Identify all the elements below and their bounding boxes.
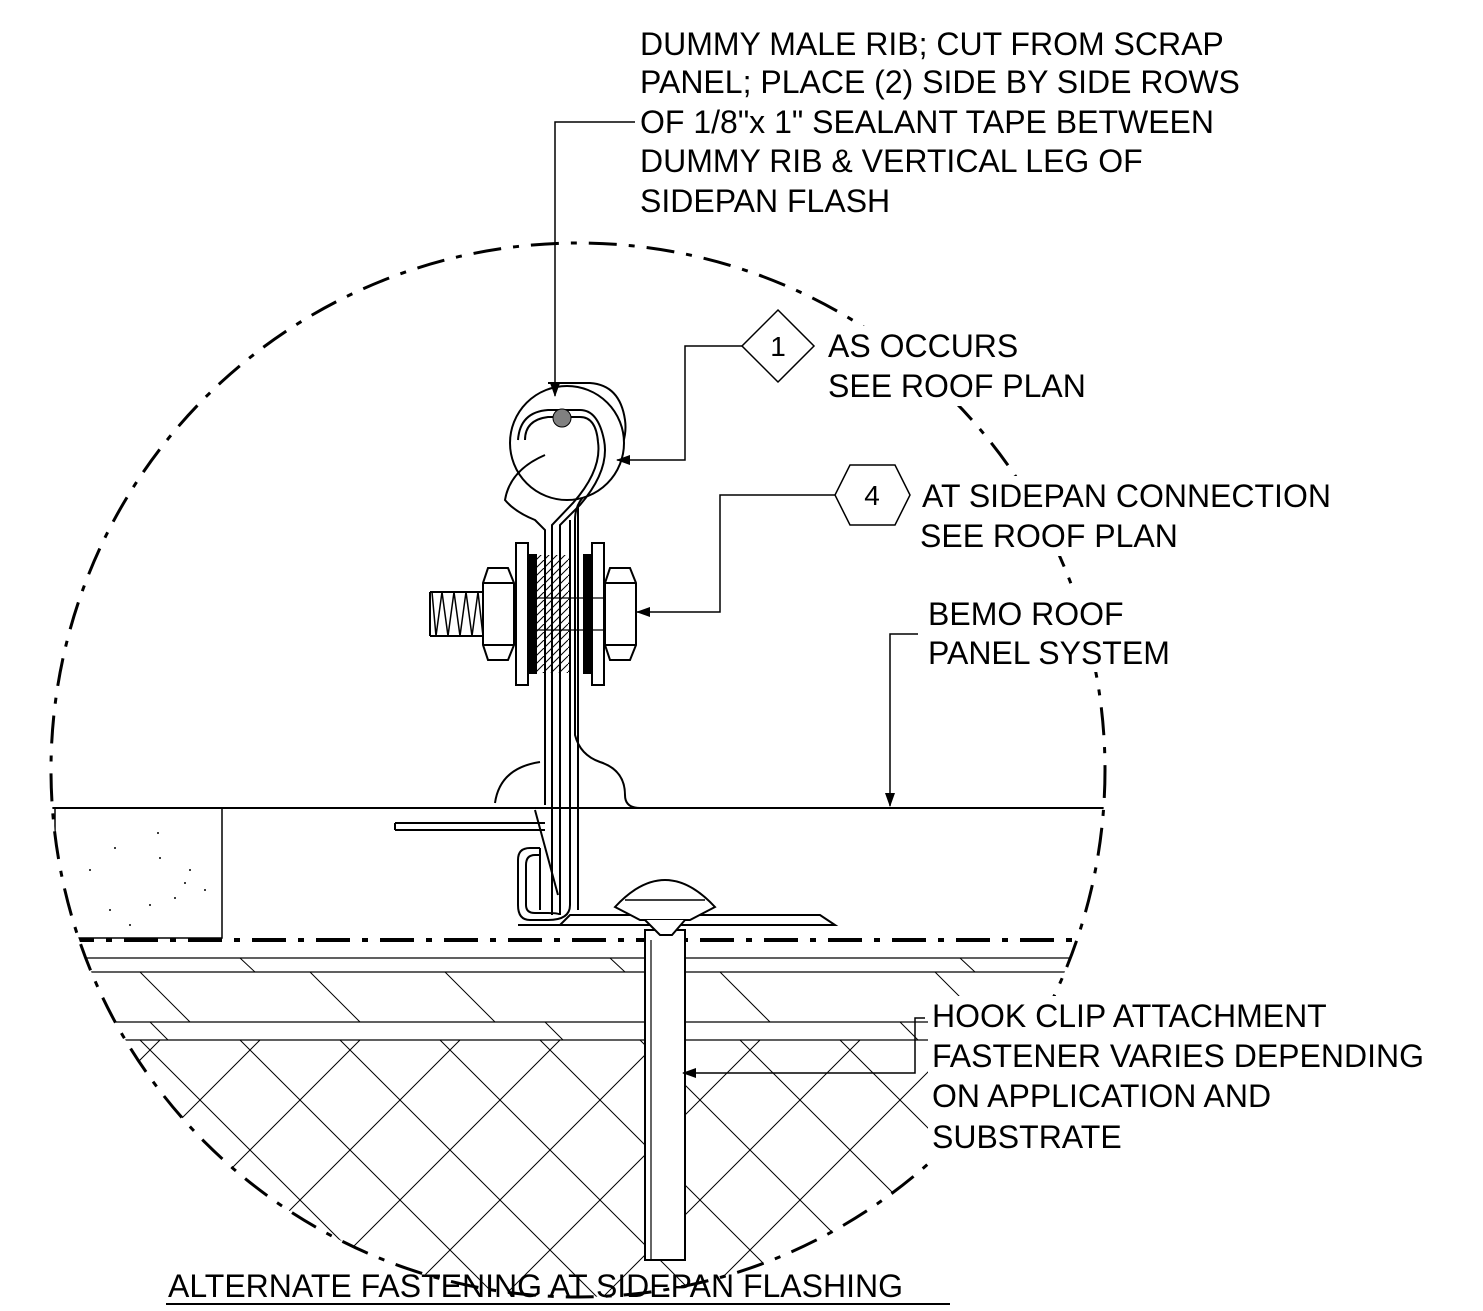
tag-diamond — [740, 308, 816, 384]
board-speckle — [89, 832, 206, 926]
fastener-shaft — [644, 929, 686, 1261]
note-as-occurs: AS OCCURS SEE ROOF PLAN — [825, 326, 1100, 406]
note-line: SEE ROOF PLAN — [828, 368, 1086, 404]
leader-dummy-rib — [550, 121, 635, 397]
note-line: BEMO ROOF — [928, 596, 1124, 632]
note-line: PANEL; PLACE (2) SIDE BY SIDE ROWS — [640, 64, 1240, 100]
note-hook-clip: HOOK CLIP ATTACHMENT FASTENER VARIES DEP… — [928, 996, 1453, 1158]
sealant-bead — [552, 408, 572, 428]
note-line: FASTENER VARIES DEPENDING — [932, 1038, 1424, 1074]
fastener-head — [613, 878, 717, 936]
leaders — [550, 121, 925, 1078]
roof-panel-profile — [394, 382, 1100, 926]
rib-circle — [509, 385, 625, 501]
note-line: AT SIDEPAN CONNECTION — [922, 478, 1331, 514]
tag-1-text: 1 — [770, 331, 786, 362]
tag-4-text: 4 — [864, 480, 880, 511]
note-line: SUBSTRATE — [932, 1119, 1122, 1155]
note-roof-panel: BEMO ROOF PANEL SYSTEM — [925, 594, 1195, 672]
note-line: PANEL SYSTEM — [928, 635, 1170, 671]
note-sidepan-connection: AT SIDEPAN CONNECTION SEE ROOF PLAN — [918, 476, 1358, 556]
detail-title: ALTERNATE FASTENING AT SIDEPAN FLASHING — [168, 1268, 903, 1304]
note-line: ON APPLICATION AND — [932, 1078, 1271, 1114]
note-line: AS OCCURS — [828, 328, 1018, 364]
leader-as-occurs — [616, 345, 742, 465]
leader-sidepan — [636, 494, 838, 617]
bolt-assembly — [429, 542, 637, 686]
note-line: OF 1/8"x 1" SEALANT TAPE BETWEEN — [640, 104, 1214, 140]
note-line: DUMMY RIB & VERTICAL LEG OF — [640, 143, 1143, 179]
left-board-block — [54, 807, 223, 939]
note-line: HOOK CLIP ATTACHMENT — [932, 998, 1327, 1034]
note-line: SIDEPAN FLASH — [640, 183, 890, 219]
note-dummy-rib: DUMMY MALE RIB; CUT FROM SCRAP PANEL; PL… — [638, 24, 1278, 220]
note-line: SEE ROOF PLAN — [920, 518, 1178, 554]
note-line: DUMMY MALE RIB; CUT FROM SCRAP — [640, 26, 1224, 62]
tag-hexagon — [834, 464, 911, 526]
leader-roof-panel — [885, 633, 918, 807]
leader-hook-clip — [682, 1017, 925, 1078]
